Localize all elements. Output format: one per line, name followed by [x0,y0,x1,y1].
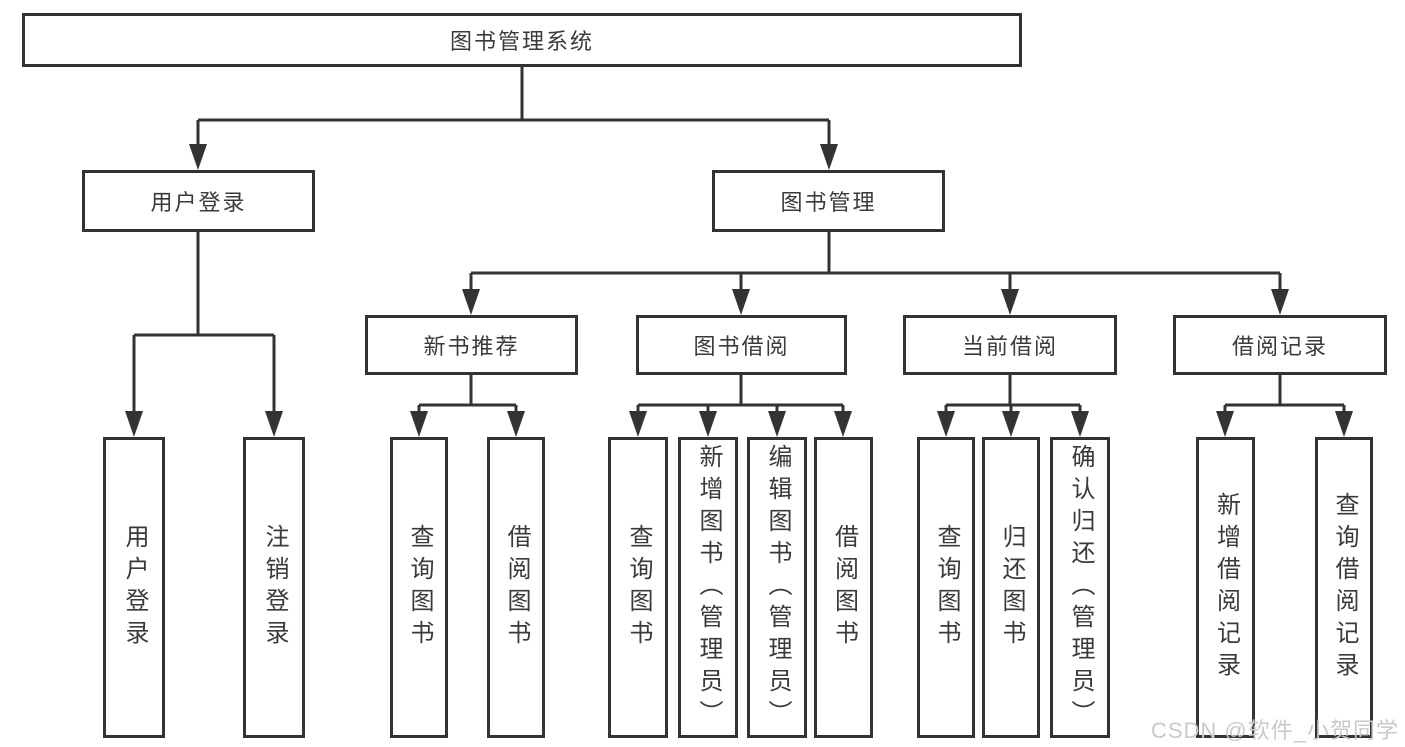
node-root-system: 图书管理系统 [22,13,1022,67]
leaf-recommend-borrow-book: 借阅图书 [487,437,545,738]
node-user-login-label: 用户登录 [150,190,247,215]
node-book-borrow-label: 图书借阅 [693,334,790,359]
leaf-records-add-record: 新增借阅记录 [1196,437,1255,738]
node-book-management-label: 图书管理 [780,190,877,215]
node-current-borrow: 当前借阅 [903,315,1117,375]
leaf-borrow-query-book-label: 查询图书 [625,523,652,652]
leaf-recommend-query-book: 查询图书 [390,437,448,738]
leaf-borrow-add-book-admin-label: 新增图书（管理员） [695,443,722,732]
leaf-current-query-book-label: 查询图书 [933,523,960,652]
node-new-book-recommend-label: 新书推荐 [423,334,520,359]
leaf-records-add-record-label: 新增借阅记录 [1212,491,1240,684]
leaf-borrow-edit-book-admin: 编辑图书（管理员） [747,437,807,738]
node-book-borrow: 图书借阅 [636,315,847,375]
leaf-logout-label: 注销登录 [261,523,288,652]
node-user-login: 用户登录 [82,170,315,232]
arrowheads [125,144,1353,437]
node-borrow-records: 借阅记录 [1173,315,1387,375]
leaf-recommend-borrow-book-label: 借阅图书 [503,523,530,652]
leaf-logout: 注销登录 [243,437,305,738]
csdn-watermark: CSDN @软件_小贺同学 [1150,718,1399,743]
leaf-borrow-edit-book-admin-label: 编辑图书（管理员） [764,443,791,732]
leaf-recommend-query-book-label: 查询图书 [406,523,433,652]
leaf-current-return-book: 归还图书 [982,437,1040,738]
leaf-current-return-book-label: 归还图书 [998,523,1025,652]
leaf-user-login-label: 用户登录 [121,523,148,652]
node-root-label: 图书管理系统 [449,29,594,54]
leaf-current-query-book: 查询图书 [917,437,975,738]
leaf-current-confirm-return-admin-label: 确认归还（管理员） [1067,443,1094,732]
connector-paths [132,67,1346,414]
node-current-borrow-label: 当前借阅 [961,334,1058,359]
leaf-borrow-add-book-admin: 新增图书（管理员） [678,437,738,738]
leaf-records-query-record-label: 查询借阅记录 [1331,491,1358,684]
leaf-records-query-record: 查询借阅记录 [1315,437,1373,738]
node-new-book-recommend: 新书推荐 [365,315,578,375]
leaf-borrow-query-book: 查询图书 [608,437,668,738]
leaf-borrow-borrow-book-label: 借阅图书 [830,523,858,652]
node-borrow-records-label: 借阅记录 [1231,334,1328,359]
leaf-current-confirm-return-admin: 确认归还（管理员） [1050,437,1110,738]
node-book-management: 图书管理 [712,170,945,232]
leaf-borrow-borrow-book: 借阅图书 [814,437,873,738]
leaf-user-login: 用户登录 [103,437,165,738]
